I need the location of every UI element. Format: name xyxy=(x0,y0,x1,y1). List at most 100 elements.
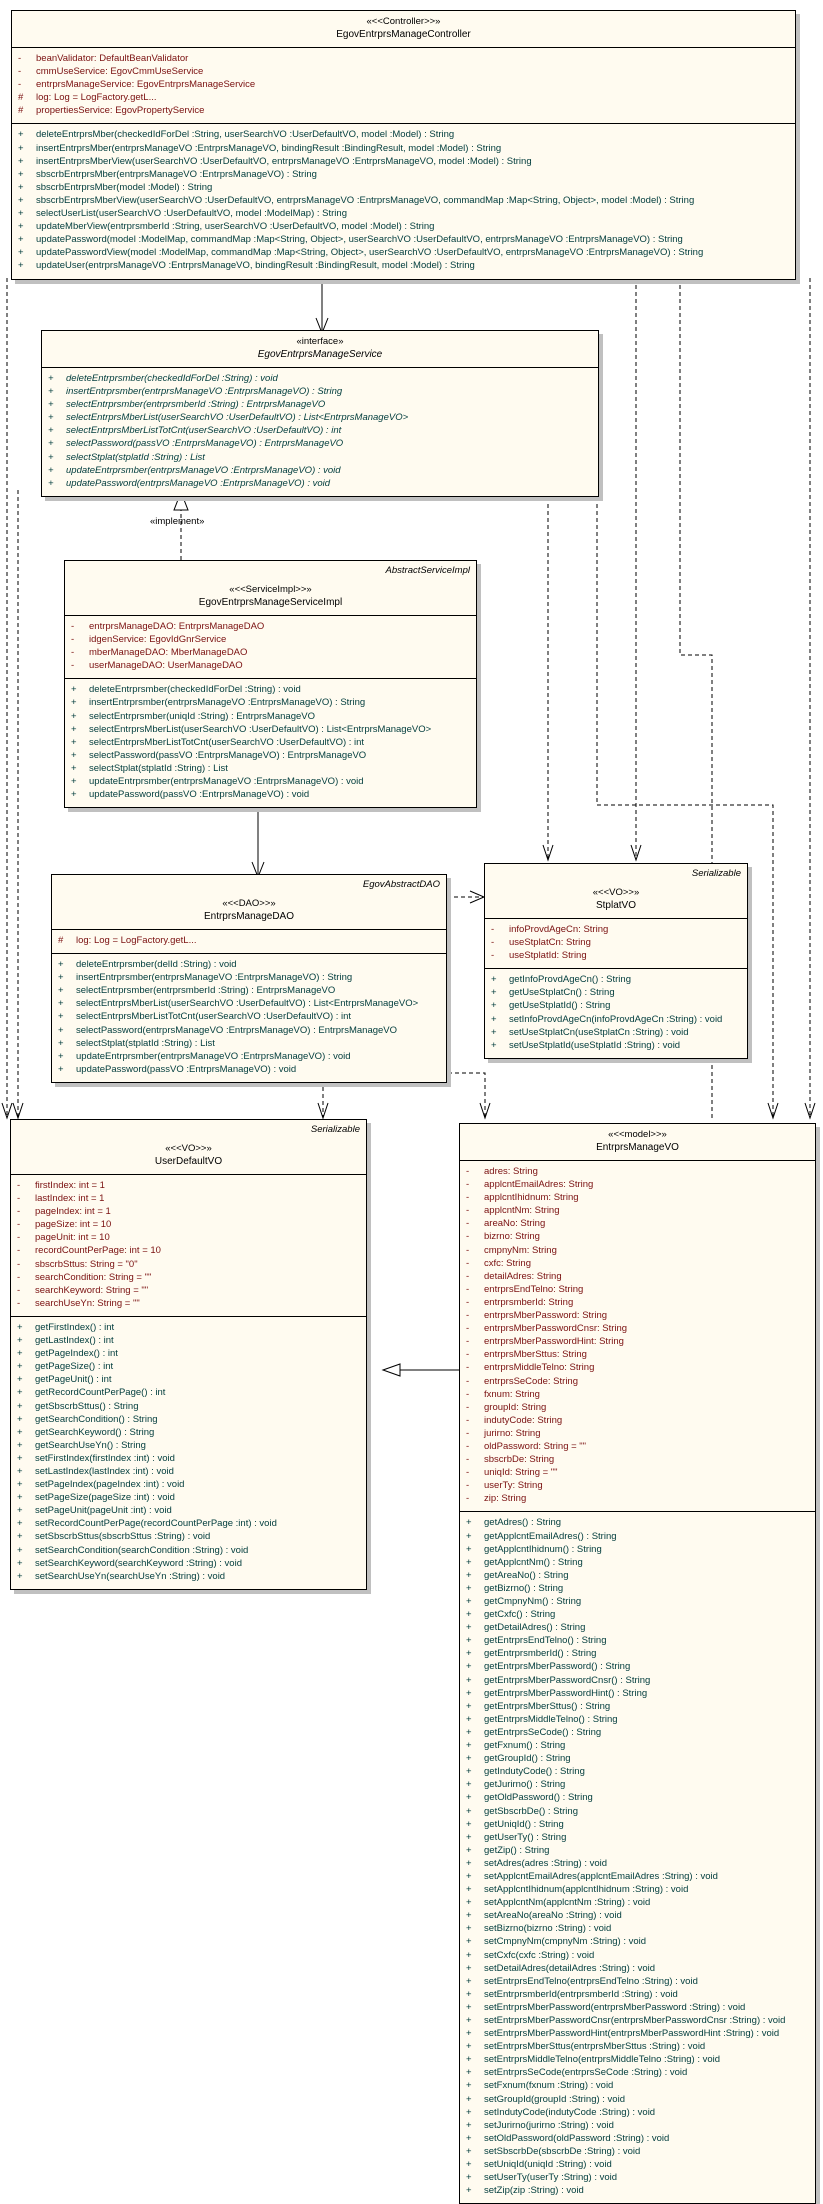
attribute-text: sbscrbDe: String xyxy=(484,1454,555,1466)
attribute-text: jurirno: String xyxy=(484,1427,541,1439)
visibility-marker: + xyxy=(71,776,77,788)
operation-text: getSearchKeyword() : String xyxy=(35,1426,155,1438)
attribute-row: -cxfc: String xyxy=(464,1257,811,1270)
operation-row: +getPageSize() : int xyxy=(15,1360,362,1373)
visibility-marker: + xyxy=(58,959,64,971)
interface-egov-entrprs-manage-service[interactable]: «interface» EgovEntrprsManageService +de… xyxy=(41,330,599,497)
visibility-marker: + xyxy=(17,1557,23,1569)
class-stplat-vo[interactable]: Serializable «<<VO>>» StplatVO -infoProv… xyxy=(484,863,748,1059)
visibility-marker: - xyxy=(17,1271,21,1283)
attribute-text: log: Log = LogFactory.getL... xyxy=(76,935,197,946)
class-entrprs-manage-dao[interactable]: EgovAbstractDAO «<<DAO>>» EntrprsManageD… xyxy=(51,874,447,1083)
class-stereotype: «<<VO>>» xyxy=(165,1143,212,1154)
attribute-text: cmpnyNm: String xyxy=(484,1244,557,1256)
class-egov-entrprs-manage-service-impl[interactable]: AbstractServiceImpl «<<ServiceImpl>>» Eg… xyxy=(64,560,477,809)
operation-text: sbscrbEntrprsMber(entrprsManageVO :Entrp… xyxy=(36,168,317,180)
attribute-row: -entrprsMberPasswordHint: String xyxy=(464,1335,811,1348)
attribute-row: -entrprsManageDAO: EntrprsManageDAO xyxy=(69,620,472,633)
operation-row: +setUserTy(userTy :String) : void xyxy=(464,2171,811,2184)
operation-text: setUserTy(userTy :String) : void xyxy=(484,2172,618,2184)
attribute-row: -useStplatCn: String xyxy=(489,936,743,949)
operation-row: +getApplcntEmailAdres() : String xyxy=(464,1530,811,1543)
visibility-marker: - xyxy=(466,1349,470,1361)
visibility-marker: - xyxy=(17,1232,21,1244)
visibility-marker: + xyxy=(18,142,24,154)
operation-text: setCxfc(cxfc :String) : void xyxy=(484,1949,595,1961)
class-egov-entrprs-manage-controller[interactable]: «<<Controller>>» EgovEntrprsManageContro… xyxy=(11,10,796,280)
visibility-marker: - xyxy=(466,1493,470,1505)
operation-text: getEntrprsMberPassword() : String xyxy=(484,1661,631,1673)
visibility-marker: + xyxy=(18,247,24,259)
operation-text: deleteEntrprsmber(delId :String) : void xyxy=(76,959,237,971)
visibility-marker: - xyxy=(466,1257,470,1269)
visibility-marker: + xyxy=(466,1582,472,1594)
operation-text: getZip() : String xyxy=(484,1844,550,1856)
operation-text: selectEntrprsMberListTotCnt(userSearchVO… xyxy=(76,1011,352,1023)
visibility-marker: + xyxy=(71,697,77,709)
visibility-marker: + xyxy=(466,1988,472,2000)
operation-row: +getRecordCountPerPage() : int xyxy=(15,1386,362,1399)
visibility-marker: + xyxy=(466,1569,472,1581)
class-name: EgovEntrprsManageService xyxy=(257,349,383,360)
attribute-row: -entrprsSeCode: String xyxy=(464,1375,811,1388)
operation-row: +setEntrprsMiddleTelno(entrprsMiddleTeln… xyxy=(464,2053,811,2066)
operation-row: +setFirstIndex(firstIndex :int) : void xyxy=(15,1452,362,1465)
operation-row: +getPageIndex() : int xyxy=(15,1347,362,1360)
visibility-marker: + xyxy=(466,2001,472,2013)
operation-row: +setEntrprsSeCode(entrprsSeCode :String)… xyxy=(464,2066,811,2079)
attribute-row: -userManageDAO: UserManageDAO xyxy=(69,659,472,672)
attribute-text: searchKeyword: String = "" xyxy=(35,1284,149,1296)
visibility-marker: - xyxy=(466,1310,470,1322)
visibility-marker: + xyxy=(466,1687,472,1699)
attribute-row: -userTy: String xyxy=(464,1479,811,1492)
attribute-text: pageIndex: int = 1 xyxy=(35,1206,111,1218)
attributes-compartment: #log: Log = LogFactory.getL... xyxy=(52,930,446,953)
operation-row: +selectUserList(userSearchVO :UserDefaul… xyxy=(16,207,791,220)
operation-text: selectEntrprsmber(entrprsmberId :String)… xyxy=(66,399,326,411)
operation-text: setCmpnyNm(cmpnyNm :String) : void xyxy=(484,1936,647,1948)
operation-text: updatePassword(passVO :EntrprsManageVO) … xyxy=(89,789,310,801)
operation-text: updateEntrprsmber(entrprsManageVO :Entrp… xyxy=(89,776,364,788)
operation-text: getJurirno() : String xyxy=(484,1779,566,1791)
attribute-row: -entrprsManageService: EgovEntrprsManage… xyxy=(16,78,791,91)
operation-text: getEntrprsMberSttus() : String xyxy=(484,1700,611,1712)
visibility-marker: + xyxy=(466,2145,472,2157)
operation-row: +selectEntrprsmber(entrprsmberId :String… xyxy=(56,984,442,997)
operation-row: +setEntrprsEndTelno(entrprsEndTelno :Str… xyxy=(464,1975,811,1988)
visibility-marker: + xyxy=(466,1713,472,1725)
operation-row: +getSearchKeyword() : String xyxy=(15,1426,362,1439)
operation-text: selectEntrprsmber(uniqId :String) : Entr… xyxy=(89,710,315,722)
attribute-row: -cmmUseService: EgovCmmUseService xyxy=(16,65,791,78)
class-entrprs-manage-vo[interactable]: «<<model>>» EntrprsManageVO -adres: Stri… xyxy=(459,1123,816,2204)
operation-text: getInfoProvdAgeCn() : String xyxy=(509,974,631,986)
operation-text: getSbscrbDe() : String xyxy=(484,1805,578,1817)
operation-text: selectEntrprsMberList(userSearchVO :User… xyxy=(66,412,409,424)
operation-text: getApplcntEmailAdres() : String xyxy=(484,1530,617,1542)
operation-text: setEntrprsMberSttus(entrprsMberSttus :St… xyxy=(484,2041,706,2053)
operations-compartment: +getFirstIndex() : int+getLastIndex() : … xyxy=(11,1315,366,1589)
attribute-row: -indutyCode: String xyxy=(464,1414,811,1427)
attribute-row: -jurirno: String xyxy=(464,1427,811,1440)
operation-row: +setCxfc(cxfc :String) : void xyxy=(464,1949,811,1962)
operation-text: setIndutyCode(indutyCode :String) : void xyxy=(484,2106,656,2118)
dependency-arrowhead xyxy=(469,890,486,904)
attribute-text: detailAdres: String xyxy=(484,1270,562,1282)
visibility-marker: - xyxy=(17,1245,21,1257)
operation-text: updateEntrprsmber(entrprsManageVO :Entrp… xyxy=(76,1050,351,1062)
operation-text: setEntrprsMiddleTelno(entrprsMiddleTelno… xyxy=(484,2054,721,2066)
operation-text: setApplcntEmailAdres(applcntEmailAdres :… xyxy=(484,1870,718,1882)
visibility-marker: + xyxy=(466,1831,472,1843)
visibility-marker: - xyxy=(466,1166,470,1177)
operation-text: getGroupId() : String xyxy=(484,1753,571,1765)
visibility-marker: + xyxy=(466,2119,472,2131)
operation-text: selectEntrprsMberList(userSearchVO :User… xyxy=(76,998,419,1010)
attribute-row: -entrprsMberPassword: String xyxy=(464,1309,811,1322)
visibility-marker: + xyxy=(466,1740,472,1752)
class-user-default-vo[interactable]: Serializable «<<VO>>» UserDefaultVO -fir… xyxy=(10,1119,367,1590)
visibility-marker: + xyxy=(71,710,77,722)
attribute-text: searchUseYn: String = "" xyxy=(35,1297,140,1309)
operations-compartment: +getInfoProvdAgeCn() : String+getUseStpl… xyxy=(485,968,747,1058)
visibility-marker: + xyxy=(466,1726,472,1738)
visibility-marker: + xyxy=(466,2106,472,2118)
operation-text: deleteEntrprsmber(checkedIdForDel :Strin… xyxy=(66,373,278,384)
